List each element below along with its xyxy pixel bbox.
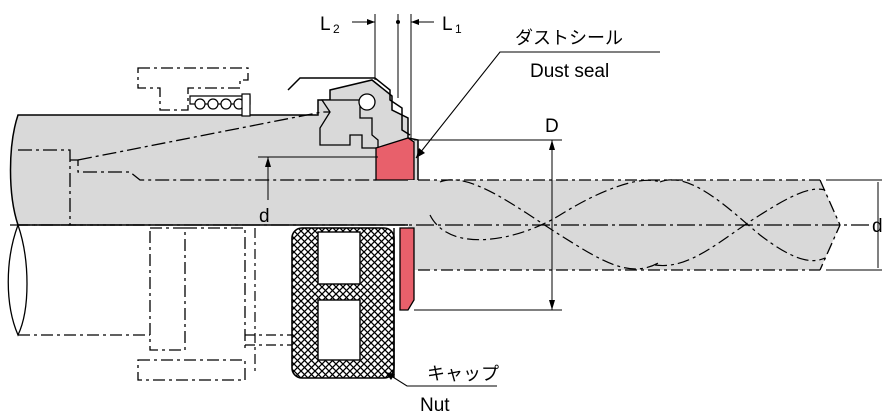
label-L2: L [320, 14, 331, 35]
drill-flute-4 [654, 188, 826, 267]
holder-bore-step [18, 149, 380, 225]
dust-seal-lower [399, 227, 415, 311]
L2-arrow [367, 19, 375, 25]
D-arrow-bottom [549, 300, 555, 310]
dust-seal-leader [415, 51, 660, 159]
label-d-right: d [872, 216, 882, 237]
label-nut-en: Nut [420, 395, 450, 415]
label-L1: L [442, 14, 453, 35]
d-arrow [265, 157, 271, 167]
ball-3 [220, 98, 232, 110]
drill-flute-2 [429, 179, 661, 241]
label-dust-seal-en: Dust seal [530, 61, 609, 82]
D-arrow-top [549, 140, 555, 150]
label-dust-seal-jp: ダストシール [515, 28, 623, 49]
L-mid-dot [396, 20, 400, 24]
nut-ball [358, 93, 376, 111]
label-L2-sub: 2 [333, 22, 340, 36]
label-nut-jp: キャップ [427, 364, 499, 385]
shaft-lower-body [18, 224, 150, 336]
nut-window-2 [317, 299, 361, 361]
chuck-phantom-top [137, 67, 249, 111]
shaft-lower [7, 223, 28, 337]
nut-window-1 [317, 231, 361, 285]
nut-upper-profile [287, 77, 411, 136]
spring-pin [241, 93, 251, 117]
nut-leader-arrow [385, 372, 395, 380]
drill-flute-1 [439, 179, 661, 270]
label-L1-sub: 1 [455, 22, 462, 36]
label-d: d [259, 206, 270, 227]
drill-flute-3 [659, 179, 826, 262]
nut-inner-step [319, 99, 379, 149]
ball-2 [207, 98, 219, 110]
chuck-inner-lines [245, 228, 295, 375]
label-D: D [545, 116, 559, 137]
ball-1 [194, 98, 206, 110]
L1-arrow [411, 19, 419, 25]
dust-seal-leader-arrow [416, 148, 425, 158]
dust-seal-upper [375, 137, 415, 181]
chuck-phantom-bottom [137, 227, 246, 381]
